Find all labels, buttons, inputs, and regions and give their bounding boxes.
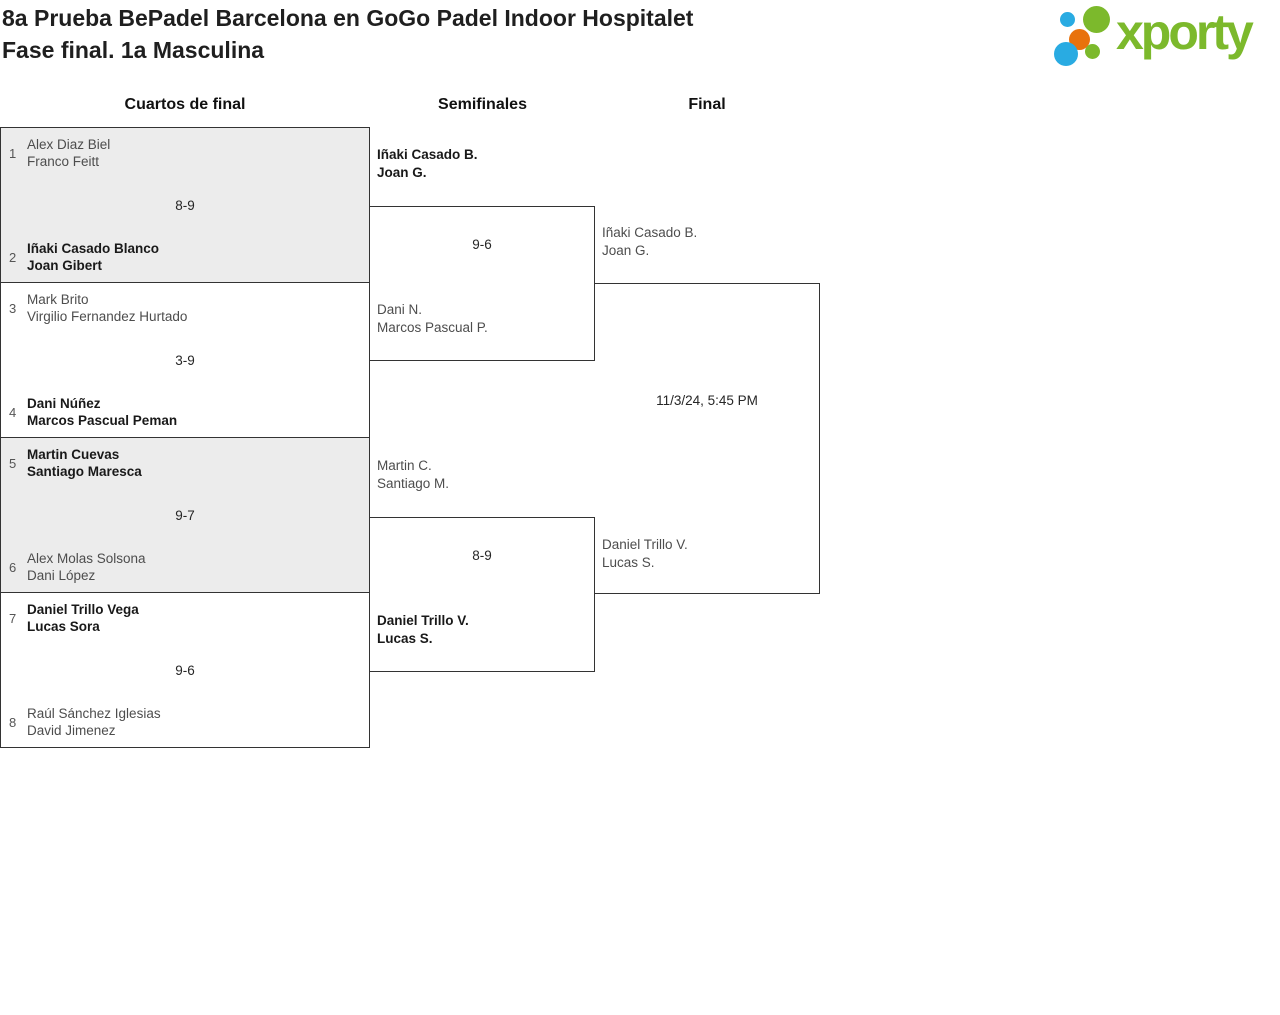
player-name: Virgilio Fernandez Hurtado bbox=[27, 309, 188, 324]
player-name: Dani Núñez bbox=[27, 396, 101, 411]
qf1-score: 8-9 bbox=[175, 197, 195, 213]
player-name: Marcos Pascual P. bbox=[377, 319, 488, 335]
player-name: Santiago Maresca bbox=[27, 464, 142, 479]
player-name: Iñaki Casado B. bbox=[602, 225, 698, 240]
player-name: Martin C. bbox=[377, 458, 432, 473]
final-schedule: 11/3/24, 5:45 PM bbox=[656, 393, 758, 408]
sf2-team-top: Martin C. Santiago M. bbox=[377, 457, 449, 492]
xporty-logo-text: xporty bbox=[1116, 4, 1254, 60]
xporty-logo[interactable]: xporty bbox=[1052, 4, 1274, 68]
seed-number: 4 bbox=[9, 404, 17, 420]
player-name: Iñaki Casado B. bbox=[377, 147, 478, 162]
player-name: Iñaki Casado Blanco bbox=[27, 241, 160, 256]
final-team-bottom: Daniel Trillo V. Lucas S. bbox=[602, 536, 688, 571]
final-match[interactable] bbox=[594, 283, 820, 594]
logo-dot-blue-top bbox=[1060, 12, 1075, 27]
player-name: Dani N. bbox=[377, 302, 423, 317]
qf-match-2[interactable]: 3 Mark Brito Virgilio Fernandez Hurtado … bbox=[0, 282, 370, 438]
qf4-team-bottom: 8 Raúl Sánchez Iglesias David Jimenez bbox=[1, 705, 369, 739]
player-name: Alex Diaz Biel bbox=[27, 137, 111, 152]
seed-number: 5 bbox=[9, 455, 17, 471]
player-name: David Jimenez bbox=[27, 723, 116, 738]
logo-dot-green-small bbox=[1085, 44, 1100, 59]
xporty-logo-dots-icon bbox=[1052, 4, 1116, 68]
qf4-score: 9-6 bbox=[175, 662, 195, 678]
qf2-team-bottom: 4 Dani Núñez Marcos Pascual Peman bbox=[1, 395, 369, 429]
sf2-team-bottom: Daniel Trillo V. Lucas S. bbox=[377, 612, 469, 647]
sf-match-2[interactable] bbox=[369, 517, 595, 672]
player-name: Lucas Sora bbox=[27, 619, 100, 634]
page-title: 8a Prueba BePadel Barcelona en GoGo Pade… bbox=[2, 2, 902, 66]
player-name: Martin Cuevas bbox=[27, 447, 120, 462]
player-name: Lucas S. bbox=[602, 554, 655, 570]
seed-number: 8 bbox=[9, 714, 17, 730]
player-name: Marcos Pascual Peman bbox=[27, 413, 178, 428]
quarterfinals-column: 1 Alex Diaz Biel Franco Feitt 8-9 2 Iñak… bbox=[0, 127, 370, 748]
qf-match-4[interactable]: 7 Daniel Trillo Vega Lucas Sora 9-6 8 Ra… bbox=[0, 592, 370, 748]
qf4-team-top: 7 Daniel Trillo Vega Lucas Sora bbox=[1, 601, 369, 635]
page-title-line2: Fase final. 1a Masculina bbox=[2, 37, 265, 63]
sf1-team-bottom: Dani N. Marcos Pascual P. bbox=[377, 301, 488, 336]
qf3-team-bottom: 6 Alex Molas Solsona Dani López bbox=[1, 550, 369, 584]
player-name: Joan G. bbox=[377, 164, 427, 180]
qf1-team-top: 1 Alex Diaz Biel Franco Feitt bbox=[1, 136, 369, 170]
round-header-semifinals: Semifinales bbox=[438, 96, 527, 113]
player-name: Lucas S. bbox=[377, 630, 433, 646]
seed-number: 2 bbox=[9, 249, 17, 265]
player-name: Daniel Trillo Vega bbox=[27, 602, 139, 617]
player-name: Joan G. bbox=[602, 242, 650, 258]
seed-number: 7 bbox=[9, 610, 17, 626]
logo-dot-blue-bottom bbox=[1054, 42, 1078, 66]
player-name: Mark Brito bbox=[27, 292, 89, 307]
sf2-score: 8-9 bbox=[472, 548, 492, 563]
seed-number: 1 bbox=[9, 145, 17, 161]
player-name: Franco Feitt bbox=[27, 154, 100, 169]
page-title-line1: 8a Prueba BePadel Barcelona en GoGo Pade… bbox=[2, 5, 694, 31]
final-team-top: Iñaki Casado B. Joan G. bbox=[602, 224, 697, 259]
logo-dot-green-big bbox=[1083, 6, 1110, 33]
player-name: Alex Molas Solsona bbox=[27, 551, 146, 566]
sf1-score: 9-6 bbox=[472, 237, 492, 252]
qf3-score: 9-7 bbox=[175, 507, 195, 523]
qf2-score: 3-9 bbox=[175, 352, 195, 368]
round-header-quarterfinals: Cuartos de final bbox=[124, 96, 246, 113]
player-name: Joan Gibert bbox=[27, 258, 103, 273]
seed-number: 3 bbox=[9, 300, 17, 316]
qf-match-3[interactable]: 5 Martin Cuevas Santiago Maresca 9-7 6 A… bbox=[0, 437, 370, 593]
qf-match-1[interactable]: 1 Alex Diaz Biel Franco Feitt 8-9 2 Iñak… bbox=[0, 127, 370, 283]
player-name: Dani López bbox=[27, 568, 96, 583]
qf2-team-top: 3 Mark Brito Virgilio Fernandez Hurtado bbox=[1, 291, 369, 325]
qf3-team-top: 5 Martin Cuevas Santiago Maresca bbox=[1, 446, 369, 480]
player-name: Daniel Trillo V. bbox=[602, 537, 688, 552]
sf-match-1[interactable] bbox=[369, 206, 595, 361]
qf1-team-bottom: 2 Iñaki Casado Blanco Joan Gibert bbox=[1, 240, 369, 274]
player-name: Daniel Trillo V. bbox=[377, 613, 469, 628]
player-name: Raúl Sánchez Iglesias bbox=[27, 706, 161, 721]
seed-number: 6 bbox=[9, 559, 17, 575]
round-header-final: Final bbox=[688, 96, 726, 113]
player-name: Santiago M. bbox=[377, 475, 450, 491]
sf1-team-top: Iñaki Casado B. Joan G. bbox=[377, 146, 478, 181]
